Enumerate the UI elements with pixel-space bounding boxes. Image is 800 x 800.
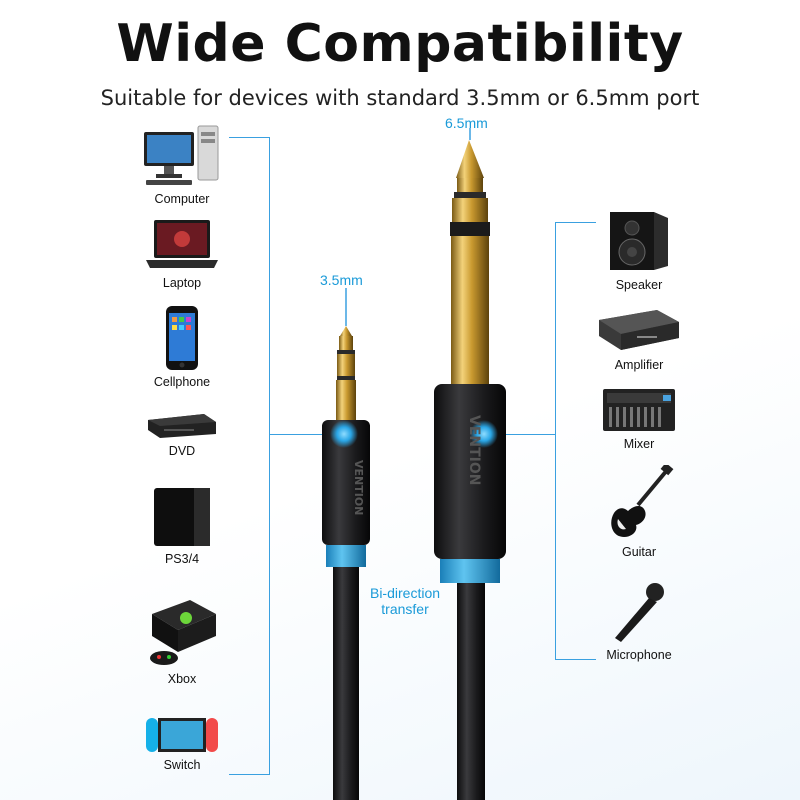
device-mixer: Mixer <box>574 387 704 451</box>
label-3-5mm: 3.5mm <box>320 272 363 288</box>
device-laptop: Laptop <box>117 218 247 290</box>
microphone-icon <box>615 583 664 642</box>
device-computer: Computer <box>117 124 247 206</box>
speaker-icon <box>610 212 668 270</box>
svg-text:VENTION: VENTION <box>466 415 482 486</box>
bi-direction-line2: transfer <box>381 601 429 617</box>
device-label-mixer: Mixer <box>623 437 655 451</box>
laptop-icon <box>146 220 218 268</box>
device-amplifier: Amplifier <box>574 306 704 372</box>
page-subtitle: Suitable for devices with standard 3.5mm… <box>100 86 700 110</box>
xbox-icon <box>150 600 216 665</box>
bi-direction-label: Bi-direction transfer <box>350 585 460 617</box>
bi-direction-line1: Bi-direction <box>369 585 441 601</box>
plug-3-5mm: VENTION <box>322 326 370 800</box>
device-ps: PS3/4 <box>117 486 247 566</box>
device-label-dvd: DVD <box>168 444 196 458</box>
page-title: Wide Compatibility <box>116 14 684 74</box>
device-label-microphone: Microphone <box>606 648 672 662</box>
computer-icon <box>144 125 219 185</box>
device-label-computer: Computer <box>154 192 210 206</box>
device-label-ps: PS3/4 <box>164 552 200 566</box>
device-dvd: DVD <box>117 412 247 458</box>
guitar-icon <box>611 465 674 537</box>
device-microphone: Microphone <box>574 580 704 662</box>
device-guitar: Guitar <box>574 465 704 559</box>
device-xbox: Xbox <box>117 598 247 686</box>
device-label-amplifier: Amplifier <box>614 358 664 372</box>
device-label-cellphone: Cellphone <box>153 375 211 389</box>
device-label-laptop: Laptop <box>162 276 202 290</box>
left-connector-line <box>270 434 338 435</box>
left-bracket <box>229 137 270 775</box>
device-label-guitar: Guitar <box>621 545 657 559</box>
right-connector-line <box>488 434 555 435</box>
right-bracket <box>555 222 596 660</box>
device-switch: Switch <box>117 716 247 772</box>
label-6-5mm: 6.5mm <box>445 115 488 131</box>
plug-6-5mm: VENTION <box>434 140 506 800</box>
mixer-icon <box>603 389 675 431</box>
switch-console-icon <box>146 718 218 752</box>
device-cellphone: Cellphone <box>117 305 247 389</box>
cellphone-icon <box>166 306 198 370</box>
svg-text:VENTION: VENTION <box>352 460 365 515</box>
dvd-player-icon <box>148 414 216 438</box>
device-label-switch: Switch <box>163 758 201 772</box>
device-speaker: Speaker <box>574 208 704 292</box>
amplifier-icon <box>599 310 679 350</box>
game-console-icon <box>154 488 210 546</box>
device-label-xbox: Xbox <box>167 672 197 686</box>
device-label-speaker: Speaker <box>615 278 663 292</box>
